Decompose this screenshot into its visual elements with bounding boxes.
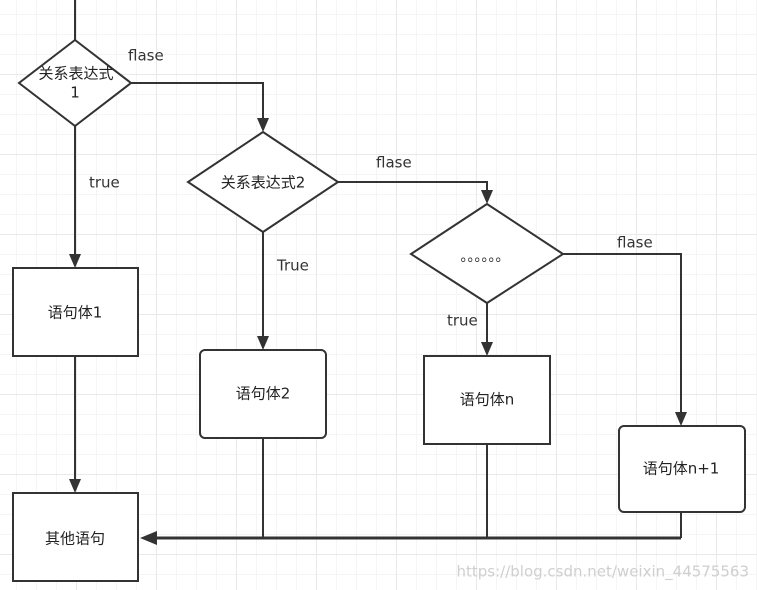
edge-cond2-false (338, 181, 488, 190)
decision-2-shape (186, 130, 340, 234)
statement-body-n: 语句体n (423, 355, 551, 445)
arrow-cond1-false (257, 118, 269, 132)
watermark-text: https://blog.csdn.net/weixin_44575563 (456, 563, 749, 582)
statement-body-1: 语句体1 (12, 267, 139, 357)
statement-body-2: 语句体2 (199, 349, 327, 439)
arrow-body1-other (69, 479, 81, 493)
edge-cond1-false (131, 82, 264, 118)
arrow-cond1-true (69, 254, 81, 268)
edge-label-cond1-false: flase (128, 47, 164, 65)
decision-2: 关系表达式2 (186, 130, 340, 234)
other-statements-box (12, 492, 139, 582)
connectors (69, 0, 687, 545)
edge-label-cond2-false: flase (376, 154, 412, 172)
arrow-cond3-false (675, 412, 687, 426)
decision-3: 。。。。。。 (409, 202, 565, 305)
other-statements: 其他语句 (12, 492, 139, 582)
statement-body-n-plus-1-label: 语句体n+1 (643, 460, 720, 478)
edge-label-cond2-true: True (276, 257, 309, 275)
statement-body-n-label: 语句体n (460, 391, 515, 409)
decision-1-label-line1: 关系表达式 (38, 65, 113, 83)
decision-2-label: 关系表达式2 (221, 174, 306, 192)
other-statements-label: 其他语句 (45, 530, 105, 548)
arrow-cond3-true (481, 342, 493, 356)
decision-3-label: 。。。。。。 (461, 249, 510, 265)
statement-body-n-plus-1: 语句体n+1 (618, 425, 746, 513)
statement-body-1-box (12, 267, 139, 357)
edge-label-cond3-true: true (447, 312, 478, 330)
decision-1-shape (17, 38, 133, 128)
edge-label-cond1-true: true (89, 174, 120, 192)
arrow-cond2-true (257, 336, 269, 350)
edge-label-cond3-false: flase (617, 234, 653, 252)
statement-body-1-label: 语句体1 (48, 304, 103, 322)
arrow-cond2-false (481, 190, 493, 204)
statement-body-n-plus-1-box (618, 425, 746, 513)
statement-body-n-box (423, 355, 551, 445)
decision-3-shape (409, 202, 565, 305)
arrow-merge-other (140, 531, 157, 545)
edge-cond3-false (563, 253, 682, 412)
statement-body-2-box (199, 349, 327, 439)
statement-body-2-label: 语句体2 (236, 385, 291, 403)
decision-1: 关系表达式 1 (17, 38, 133, 128)
decision-1-label-line2: 1 (70, 84, 80, 102)
